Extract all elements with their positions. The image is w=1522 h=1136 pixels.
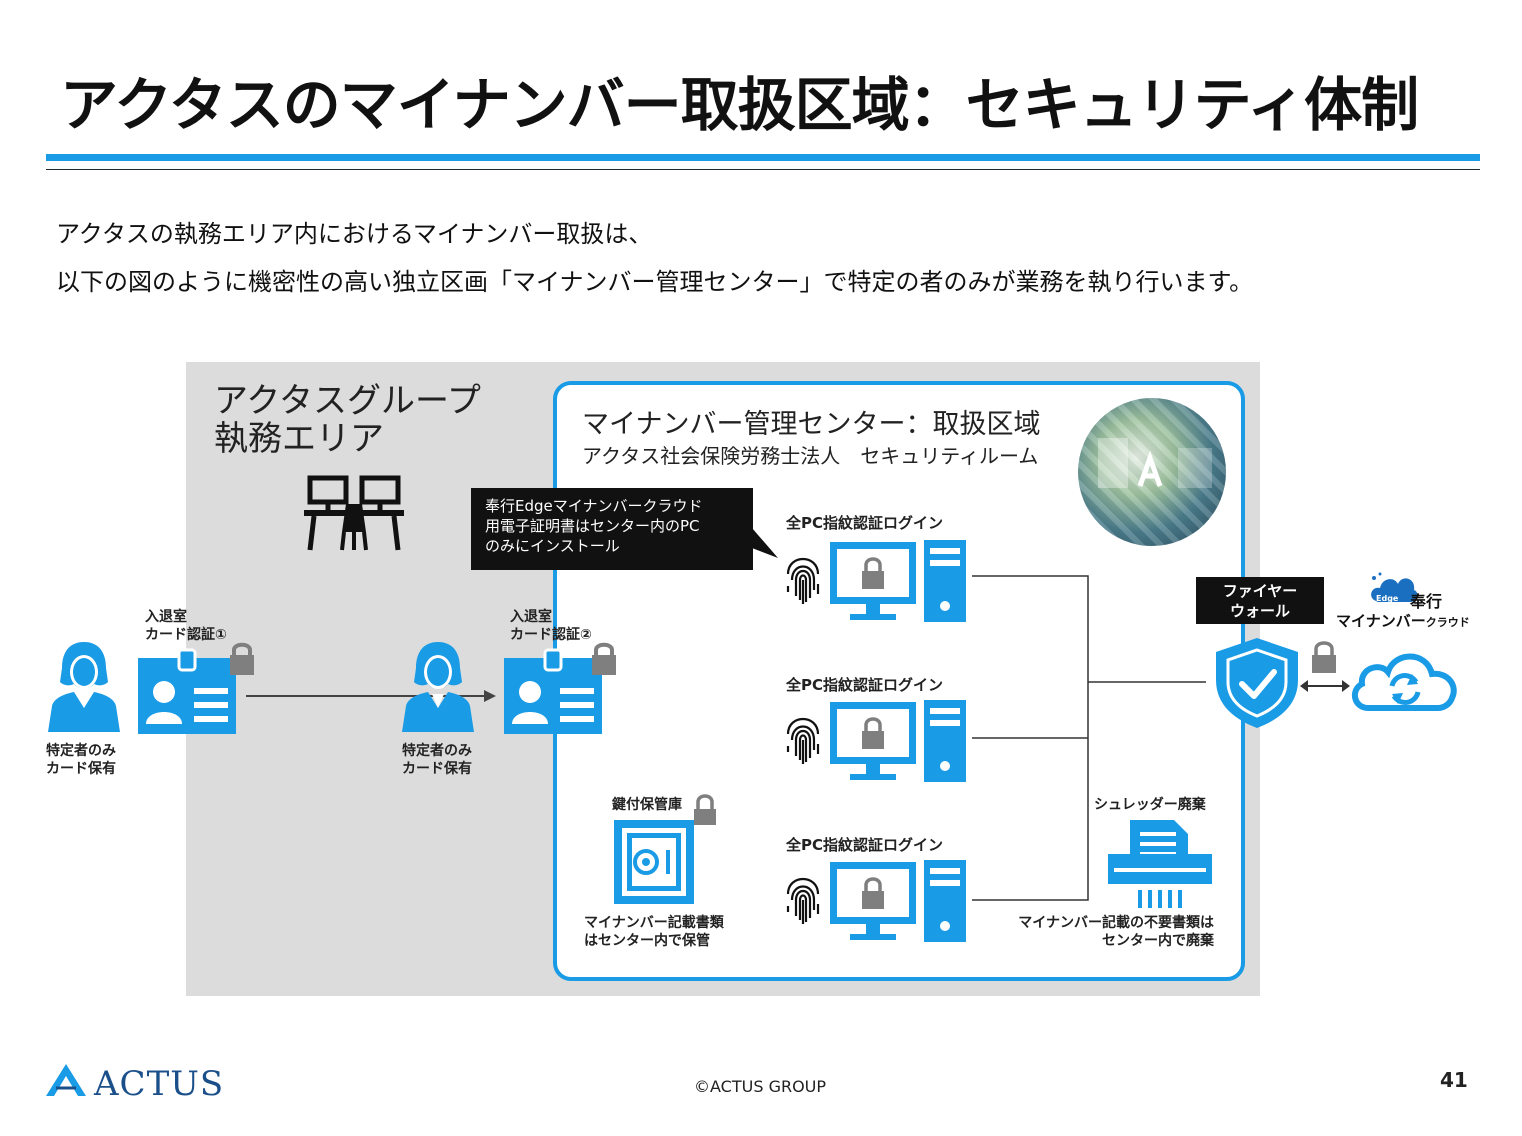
shredder-description: マイナンバー記載の不要書類は センター内で廃棄 bbox=[1008, 914, 1214, 950]
copyright: ©ACTUS GROUP bbox=[694, 1077, 827, 1096]
actus-logo-text: ACTUS bbox=[94, 1064, 225, 1104]
group-area-label: アクタスグループ 執務エリア bbox=[214, 382, 481, 458]
desk-icon bbox=[304, 475, 404, 551]
pc-login-label: 全PC指紋認証ログイン bbox=[786, 836, 944, 854]
lock-icon bbox=[592, 642, 616, 675]
person-2-line2: カード保有 bbox=[402, 761, 472, 777]
network-lines bbox=[972, 575, 1206, 901]
shredder-label: シュレッダー廃棄 bbox=[1094, 797, 1206, 813]
cloud-brand-small: クラウド bbox=[1425, 616, 1470, 629]
safe-label: 鍵付保管庫 bbox=[612, 797, 682, 813]
edge-badge: Edge bbox=[1376, 594, 1399, 603]
certificate-callout: 奉行Edgeマイナンバークラウド 用電子証明書はセンター内のPC のみにインスト… bbox=[471, 488, 753, 570]
person-1-line1: 特定者のみ bbox=[46, 743, 116, 759]
cloud-brand-main: マイナンバー bbox=[1336, 612, 1426, 630]
center-subtitle: アクタス社会保険労務士法人 セキュリティルーム bbox=[582, 444, 1039, 468]
lock-icon bbox=[230, 642, 254, 675]
person-1-line2: カード保有 bbox=[46, 761, 116, 777]
fingerprint-icon bbox=[786, 558, 820, 604]
monitor-icon bbox=[830, 542, 916, 620]
pc-tower-icon bbox=[924, 700, 966, 782]
card-auth-2-line1: 入退室 bbox=[510, 609, 552, 625]
person-2-line1: 特定者のみ bbox=[402, 743, 472, 759]
pc-login-label: 全PC指紋認証ログイン bbox=[786, 676, 944, 694]
shredder-icon bbox=[1108, 820, 1212, 908]
page-number: 41 bbox=[1440, 1068, 1468, 1092]
firewall-line1: ファイヤー bbox=[1222, 582, 1298, 600]
title-rule-thin bbox=[46, 169, 1480, 170]
callout-line1: 奉行Edgeマイナンバークラウド bbox=[485, 497, 703, 515]
title-rule bbox=[46, 154, 1480, 161]
callout-line3: のみにインストール bbox=[485, 537, 620, 555]
secure-connection-icon bbox=[1300, 641, 1350, 692]
group-area-label-line1: アクタスグループ bbox=[214, 381, 481, 421]
callout-pointer bbox=[752, 528, 778, 558]
card-auth-2-label: 入退室 カード認証② bbox=[510, 608, 592, 644]
shield-icon bbox=[1216, 638, 1298, 728]
pc-fingerprint-set bbox=[786, 860, 966, 942]
id-card-icon bbox=[138, 648, 236, 734]
page-title: アクタスのマイナンバー取扱区域：セキュリティ体制 bbox=[60, 71, 1419, 139]
person-icon bbox=[402, 642, 474, 732]
safe-icon bbox=[614, 794, 716, 904]
shredder-desc-line1: マイナンバー記載の不要書類は bbox=[1018, 915, 1214, 931]
security-room-photo bbox=[1078, 398, 1226, 546]
monitor-icon bbox=[830, 862, 916, 940]
callout-line2: 用電子証明書はセンター内のPC bbox=[485, 517, 700, 535]
person-icon bbox=[48, 642, 120, 732]
pc-fingerprint-set bbox=[786, 540, 966, 622]
person-2-label: 特定者のみ カード保有 bbox=[402, 742, 472, 778]
id-card-icon bbox=[504, 648, 602, 734]
center-title: マイナンバー管理センター：取扱区域 bbox=[582, 409, 1041, 440]
fingerprint-icon bbox=[786, 878, 820, 924]
cloud-brand-line2: マイナンバークラウド bbox=[1336, 610, 1470, 631]
person-1-label: 特定者のみ カード保有 bbox=[46, 742, 116, 778]
pc-login-label: 全PC指紋認証ログイン bbox=[786, 514, 944, 532]
cloud-brand-line1: 奉行 bbox=[1410, 592, 1443, 611]
firewall-label: ファイヤー ウォール bbox=[1196, 577, 1324, 624]
safe-desc-line1: マイナンバー記載書類 bbox=[584, 915, 724, 931]
card-auth-1-line1: 入退室 bbox=[145, 609, 187, 625]
card-auth-1-line2: カード認証① bbox=[145, 627, 227, 643]
monitor-icon bbox=[830, 702, 916, 780]
bugyo-edge-logo-icon bbox=[1371, 572, 1418, 602]
safe-description: マイナンバー記載書類 はセンター内で保管 bbox=[584, 914, 724, 950]
pc-tower-icon bbox=[924, 540, 966, 622]
intro-line-1: アクタスの執務エリア内におけるマイナンバー取扱は、 bbox=[56, 220, 653, 248]
safe-desc-line2: はセンター内で保管 bbox=[584, 933, 710, 949]
intro-line-2: 以下の図のように機密性の高い独立区画「マイナンバー管理センター」で特定の者のみが… bbox=[56, 268, 1254, 296]
cloud-sync-icon bbox=[1351, 653, 1457, 711]
group-area-label-line2: 執務エリア bbox=[214, 419, 384, 459]
shredder-desc-line2: センター内で廃棄 bbox=[1102, 933, 1214, 949]
actus-logo-icon bbox=[46, 1064, 86, 1096]
fingerprint-icon bbox=[786, 718, 820, 764]
card-auth-2-line2: カード認証② bbox=[510, 627, 592, 643]
card-auth-1-label: 入退室 カード認証① bbox=[145, 608, 227, 644]
pc-tower-icon bbox=[924, 860, 966, 942]
pc-fingerprint-set bbox=[786, 700, 966, 782]
firewall-line2: ウォール bbox=[1229, 602, 1290, 620]
